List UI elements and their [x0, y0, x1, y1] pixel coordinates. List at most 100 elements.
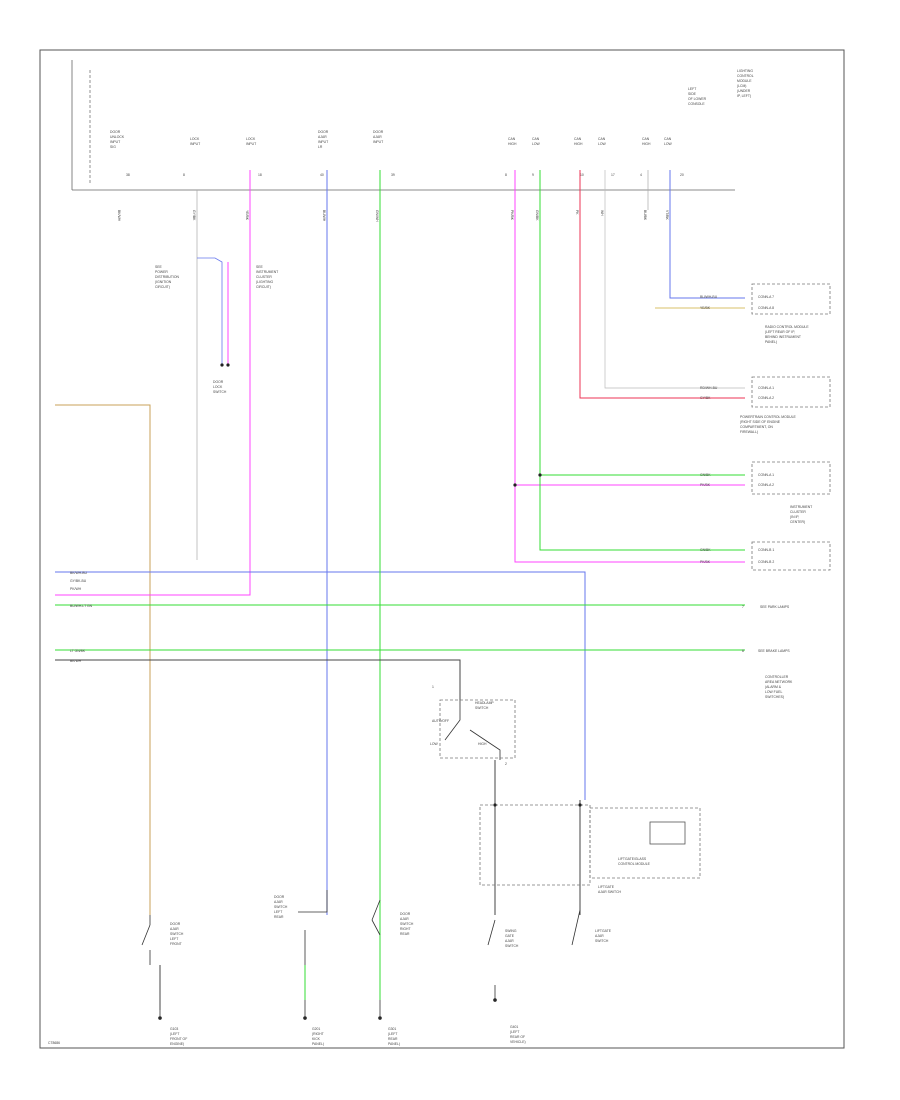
wire-green-can-1 [539, 170, 745, 551]
svg-text:SEE PARK LAMPS: SEE PARK LAMPS [760, 605, 790, 609]
svg-text:SEE BRAKE LAMPS: SEE BRAKE LAMPS [758, 649, 790, 653]
wire-black-bus [55, 659, 461, 700]
switch-symbols [141, 700, 581, 965]
svg-text:POWERTRAIN CONTROL MODULE(RIGH: POWERTRAIN CONTROL MODULE(RIGHT SIDE OF … [740, 415, 796, 434]
svg-text:10: 10 [580, 173, 584, 177]
liftgate-switch [571, 909, 581, 946]
headlamp-switch [444, 700, 501, 760]
svg-text:7: 7 [742, 605, 744, 609]
wire-pink-can-2 [514, 485, 745, 563]
rcm-labels: BU/WH-BU YE/BK CONN-A 7 CONN-A 8 RADIO C… [700, 295, 809, 344]
svg-text:VT/BK: VT/BK [665, 210, 669, 221]
module-box-outline [71, 60, 735, 191]
svg-text:GY/BK: GY/BK [192, 210, 196, 221]
svg-text:1: 1 [432, 685, 434, 689]
wire-blue-bus [55, 571, 586, 800]
bus-wire-labels: BK/WH-BU GY/BK-BU PK/WH BU/WH-LT GN LT G… [70, 571, 93, 663]
svg-text:GN/BK: GN/BK [700, 548, 711, 552]
svg-text:YE/BK: YE/BK [700, 306, 711, 310]
svg-text:PK/BK: PK/BK [700, 483, 711, 487]
svg-text:GN/BK: GN/BK [700, 473, 711, 477]
svg-text:RADIO CONTROL MODULE(LEFT REAR: RADIO CONTROL MODULE(LEFT REAR OF IP,BEH… [765, 325, 809, 344]
svg-text:AUTO/OFF: AUTO/OFF [432, 719, 449, 723]
far-right-labels: SEE PARK LAMPS 7 SEE BRAKE LAMPS 8 CONTR… [742, 605, 793, 699]
svg-text:LOW: LOW [430, 742, 439, 746]
rcm-connector-box [751, 283, 831, 315]
svg-text:CONN-A 8: CONN-A 8 [758, 306, 774, 310]
wire-tan-left [55, 404, 151, 915]
svg-text:YE/BK: YE/BK [245, 210, 249, 221]
svg-text:GY/BK-BU: GY/BK-BU [70, 579, 87, 583]
svg-text:PK/BK: PK/BK [700, 560, 711, 564]
svg-text:CONN-A 2: CONN-A 2 [758, 483, 774, 487]
module-sub-label: LEFT SIDE OF LOWER CONSOLE [688, 87, 707, 106]
svg-text:CONN-B 2: CONN-B 2 [758, 560, 774, 564]
svg-text:LT GN/BK: LT GN/BK [70, 649, 86, 653]
headlamp-switch-box [439, 699, 516, 759]
ic-labels: GN/BK PK/BK CONN-A 1 CONN-A 2 INSTRUMENT… [700, 473, 812, 564]
svg-text:8: 8 [742, 649, 744, 653]
svg-text:WH: WH [600, 210, 604, 216]
ic-connector-box-b [751, 541, 831, 571]
svg-text:BU/WH-LT GN: BU/WH-LT GN [70, 604, 93, 608]
pcm-connector-box [751, 376, 831, 408]
wire-gray-pcm [604, 170, 745, 389]
svg-text:PK/BK: PK/BK [510, 210, 514, 221]
svg-text:38: 38 [126, 173, 130, 177]
svg-text:PK/WH: PK/WH [70, 587, 82, 591]
svg-text:BK/WH: BK/WH [70, 659, 82, 663]
page-frame [39, 49, 845, 1049]
svg-text:HIGH: HIGH [478, 742, 487, 746]
ic-connector-box [751, 461, 831, 495]
svg-text:BK/WH-BU: BK/WH-BU [70, 571, 88, 575]
svg-text:2: 2 [505, 762, 507, 766]
wire-pink-1 [55, 170, 251, 596]
wire-code-labels: BK/WH GY/BK YE/BK BU/WH GN/WH PK/BK GN/B… [117, 210, 669, 222]
pcm-labels: RD/WH-BU GY/BK CONN-A 1 CONN-A 2 POWERTR… [700, 386, 796, 434]
door-lock-switch [141, 915, 151, 965]
svg-text:CONN-A 1: CONN-A 1 [758, 386, 774, 390]
lighting-control-module: LIGHTING CONTROL MODULE (LCM) (UNDER IP,… [71, 60, 754, 191]
svg-text:RD/WH-BU: RD/WH-BU [700, 386, 718, 390]
svg-text:17: 17 [611, 173, 615, 177]
footer-code: CT8686 [48, 1041, 60, 1045]
svg-text:BU/WH: BU/WH [322, 210, 326, 222]
svg-text:BU/WH-BU: BU/WH-BU [700, 295, 718, 299]
svg-text:BK/WH: BK/WH [117, 210, 121, 222]
svg-text:9: 9 [532, 173, 534, 177]
ground-stubs [159, 985, 496, 1020]
svg-text:GN/WH: GN/WH [375, 210, 379, 222]
